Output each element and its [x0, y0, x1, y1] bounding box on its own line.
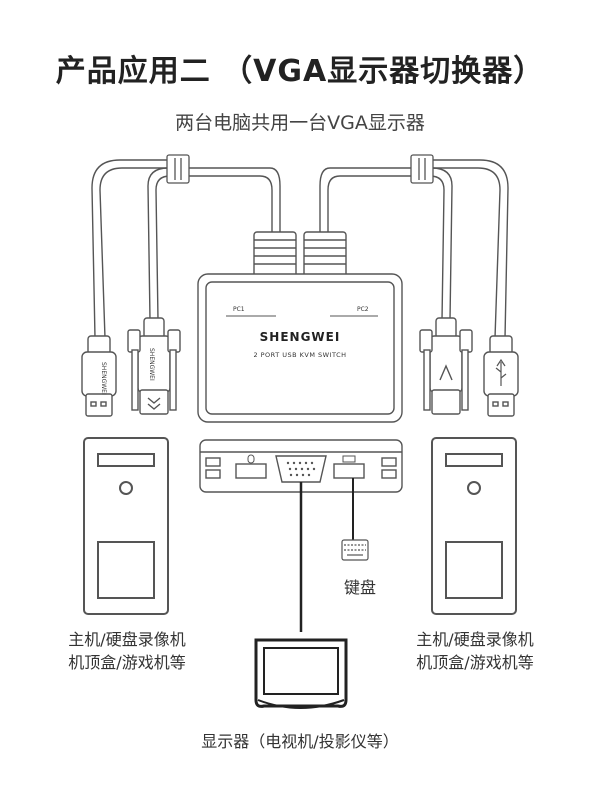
mouse-icon: [247, 454, 255, 464]
vga-plug-pc2: [303, 231, 347, 279]
keyboard-port-icon: [342, 455, 356, 463]
usb-port-mouse: [235, 463, 267, 479]
cable-clip-left: [166, 154, 190, 184]
vga-pins: [286, 461, 316, 477]
right-device-line2: 机顶盒/游戏机等: [416, 653, 534, 672]
port-label-pc1: PC1: [233, 306, 245, 313]
monitor-label: 显示器（电视机/投影仪等）: [201, 732, 399, 751]
vga-plug-pc1: [253, 231, 297, 279]
keyboard-icon: [341, 539, 369, 561]
cable-bundle-left: [91, 159, 281, 339]
port-label-pc2: PC2: [357, 306, 369, 313]
brand-logo: SHENGWEI: [260, 330, 341, 344]
model-text: 2 PORT USB KVM SWITCH: [253, 351, 346, 359]
left-device-label: 主机/硬盘录像机 机顶盒/游戏机等: [52, 628, 202, 674]
usb-port-keyboard: [333, 463, 365, 479]
usb-symbol-icon: [495, 358, 507, 386]
vga-plug-left: [127, 317, 181, 415]
pc-tower-left: [83, 437, 169, 615]
cable-clip-right: [410, 154, 434, 184]
right-device-label: 主机/硬盘录像机 机顶盒/游戏机等: [400, 628, 550, 674]
pc-tower-right: [431, 437, 517, 615]
monitor-icon: [254, 638, 348, 709]
left-device-line1: 主机/硬盘录像机: [68, 630, 186, 649]
left-device-line2: 机顶盒/游戏机等: [68, 653, 186, 672]
usb-plug-left: [81, 335, 117, 417]
kvm-switch-body: [197, 273, 403, 423]
kvm-switch-top: [197, 231, 403, 423]
page-subtitle: 两台电脑共用一台VGA显示器: [175, 112, 425, 134]
keyboard-label: 键盘: [343, 578, 376, 597]
cable-brand-left: SHENGWEI: [100, 362, 107, 395]
cable-brand-left-vga: SHENGWEI: [148, 348, 155, 381]
cable-bundle-right: [319, 159, 509, 339]
page-title: 产品应用二 （VGA显示器切换器）: [55, 54, 545, 89]
vga-plug-right: [419, 317, 473, 415]
right-device-line1: 主机/硬盘录像机: [416, 630, 534, 649]
